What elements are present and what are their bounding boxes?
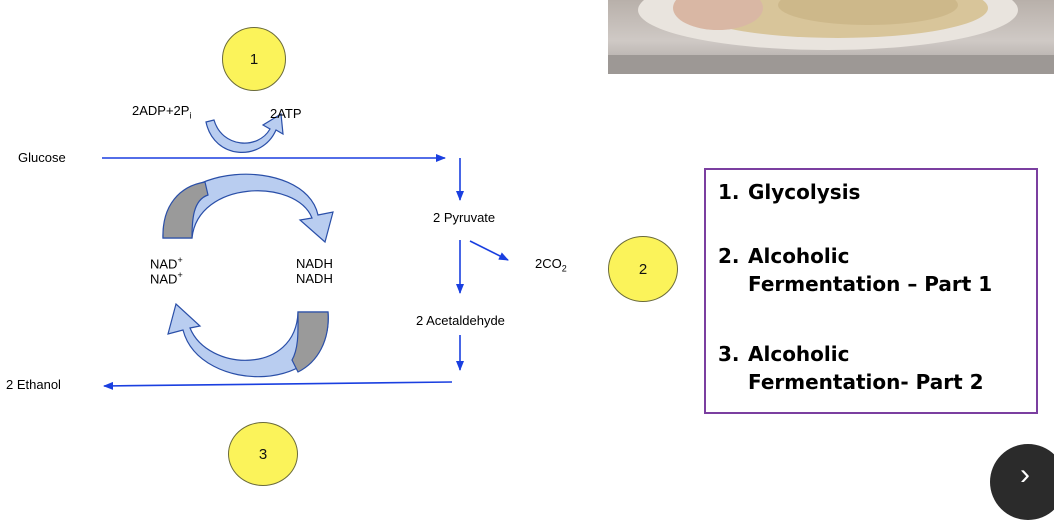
nad-to-nadh-arrow bbox=[162, 173, 334, 244]
adp-label: 2ADP+2Pi bbox=[132, 103, 192, 121]
glucose-label: Glucose bbox=[18, 150, 66, 165]
ethanol-arrow bbox=[103, 381, 453, 390]
atp-label: 2ATP bbox=[270, 106, 302, 121]
co2-label: 2CO2 bbox=[535, 256, 567, 274]
next-slide-button[interactable]: › bbox=[990, 444, 1054, 520]
dough-bowl-photo bbox=[608, 0, 1054, 74]
nad-bottom-label: NAD+ bbox=[150, 270, 183, 287]
dough-bowl-illustration bbox=[608, 0, 1054, 74]
nadh-top-label: NADH bbox=[296, 256, 333, 271]
nad-top-label: NAD+ bbox=[150, 255, 183, 272]
pyruvate-label: 2 Pyruvate bbox=[433, 210, 496, 225]
ethanol-label: 2 Ethanol bbox=[6, 377, 61, 392]
step-3-circle: 3 bbox=[228, 422, 298, 486]
acetaldehyde-label: 2 Acetaldehyde bbox=[416, 313, 505, 328]
step-1-circle: 1 bbox=[222, 27, 286, 91]
adp-atp-curved-arrow bbox=[205, 112, 284, 153]
chevron-right-icon: › bbox=[1020, 458, 1030, 491]
fermentation-diagram bbox=[102, 112, 509, 390]
to-co2-arrow bbox=[469, 240, 509, 261]
step-2-circle: 2 bbox=[608, 236, 678, 302]
nadh-bottom-label: NADH bbox=[296, 271, 333, 286]
step-1-item: 1.Glycolysis bbox=[718, 180, 861, 204]
nadh-to-nad-arrow bbox=[167, 302, 329, 378]
